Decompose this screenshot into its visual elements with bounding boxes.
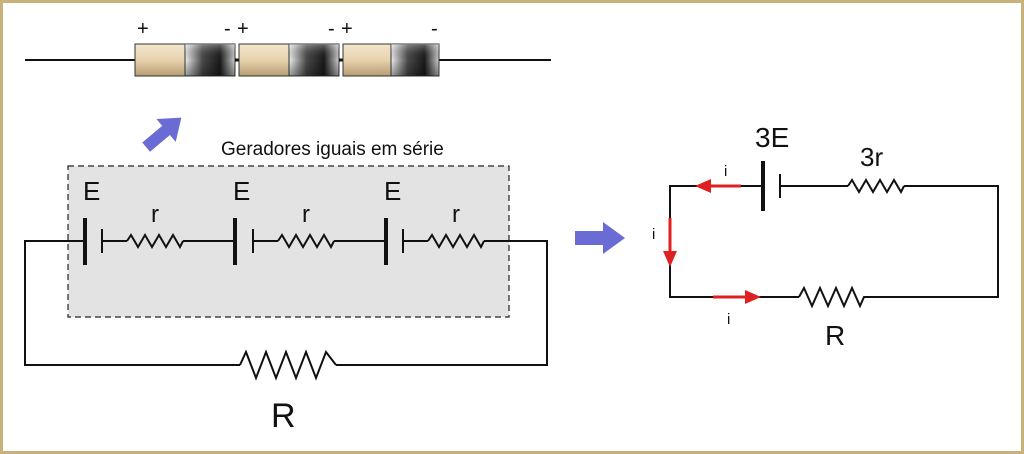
current-label: i [724,163,727,180]
battery-cell [238,43,340,77]
equivalent-internal-resistor [847,178,905,195]
equivalent-load-label: R [825,320,845,351]
series-caption: Geradores iguais em série [221,139,444,160]
equivalent-emf-label: 3E [755,122,789,153]
polarity-label: - [328,18,335,40]
current-label: i [727,311,730,328]
generator-label: E [384,176,401,206]
load-resistor [239,349,337,381]
internal-resistance-label: r [302,201,310,228]
current-arrow-down [663,218,677,267]
internal-resistor [427,233,485,250]
internal-resistance-label: r [151,201,159,228]
equivalent-load-resistor [798,285,869,309]
pointer-arrow-right [575,222,625,254]
polarity-label: - [431,18,438,40]
polarity-label: - [224,18,231,40]
equivalent-circuit: 3E 3r R i i i [652,122,999,351]
series-circuit: E E E r r r R [24,165,548,435]
pointer-arrow-diagonal [142,117,182,152]
internal-resistance-label: r [452,201,460,228]
wire [24,240,240,366]
polarity-label: + [137,18,149,40]
wire [336,240,548,366]
battery-cell [342,43,440,77]
generator-label: E [83,176,100,206]
polarity-label: + [237,18,249,40]
wire [869,185,999,298]
polarity-label: + [341,18,353,40]
battery-cell [134,43,236,77]
current-arrow-left [695,179,741,193]
equivalent-resistance-label: 3r [860,142,883,172]
internal-resistor [277,233,335,250]
internal-resistor [126,233,184,250]
wire [669,185,799,298]
battery-strip: + - + - + - [25,18,551,77]
generator-label: E [233,176,250,206]
circuit-diagram: + - + - + - Geradores iguais em série [24,18,999,435]
current-arrow-right [713,290,761,304]
current-label: i [652,226,655,243]
load-label: R [271,397,296,435]
